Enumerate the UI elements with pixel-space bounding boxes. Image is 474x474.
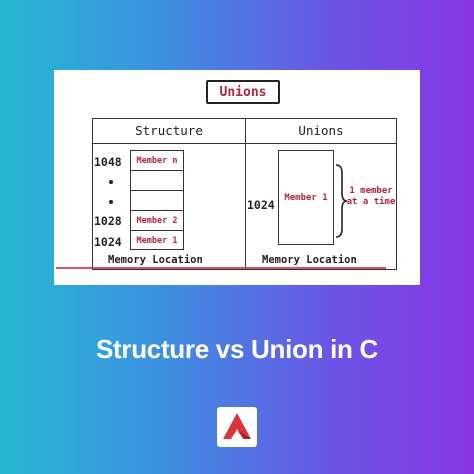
address-1048: 1048 bbox=[94, 155, 122, 169]
union-note-line1: 1 member bbox=[349, 186, 393, 196]
structure-memory-stack: Member n Member 2 Member 1 bbox=[130, 150, 184, 250]
address-1028: 1028 bbox=[94, 214, 122, 228]
unions-footer: Memory Location bbox=[262, 254, 357, 266]
unions-heading: Unions bbox=[298, 123, 344, 138]
brand-logo bbox=[217, 407, 257, 447]
comparison-table: Structure Unions bbox=[92, 118, 397, 270]
union-memory-box: Member 1 bbox=[278, 150, 334, 245]
member-cell: Member 1 bbox=[131, 231, 183, 250]
union-member-label: Member 1 bbox=[284, 192, 328, 203]
member-cell: Member 2 bbox=[131, 211, 183, 231]
structure-footer: Memory Location bbox=[108, 254, 203, 266]
member-label: Member 1 bbox=[136, 235, 178, 246]
member-cell: Member n bbox=[131, 151, 183, 171]
member-label: Member n bbox=[136, 155, 178, 166]
column-divider bbox=[245, 119, 246, 269]
member-label: Member 2 bbox=[136, 215, 178, 226]
diagram-title: Unions bbox=[219, 84, 267, 100]
page-title: Structure vs Union in C bbox=[95, 334, 379, 364]
diagram-card bbox=[54, 70, 420, 285]
diagram-title-box: Unions bbox=[206, 80, 280, 104]
ellipsis-dot bbox=[109, 200, 113, 204]
ellipsis-dot bbox=[109, 180, 113, 184]
red-underline bbox=[56, 267, 386, 269]
address-1024: 1024 bbox=[94, 235, 122, 249]
member-cell bbox=[131, 191, 183, 211]
curly-brace-icon bbox=[335, 164, 348, 238]
brand-a-logo-icon bbox=[223, 413, 251, 439]
member-cell bbox=[131, 171, 183, 191]
union-note: 1 member at a time bbox=[345, 186, 397, 208]
union-note-line2: at a time bbox=[346, 197, 396, 207]
header-divider bbox=[93, 143, 396, 144]
structure-heading: Structure bbox=[135, 123, 203, 138]
union-address-1024: 1024 bbox=[247, 198, 275, 212]
